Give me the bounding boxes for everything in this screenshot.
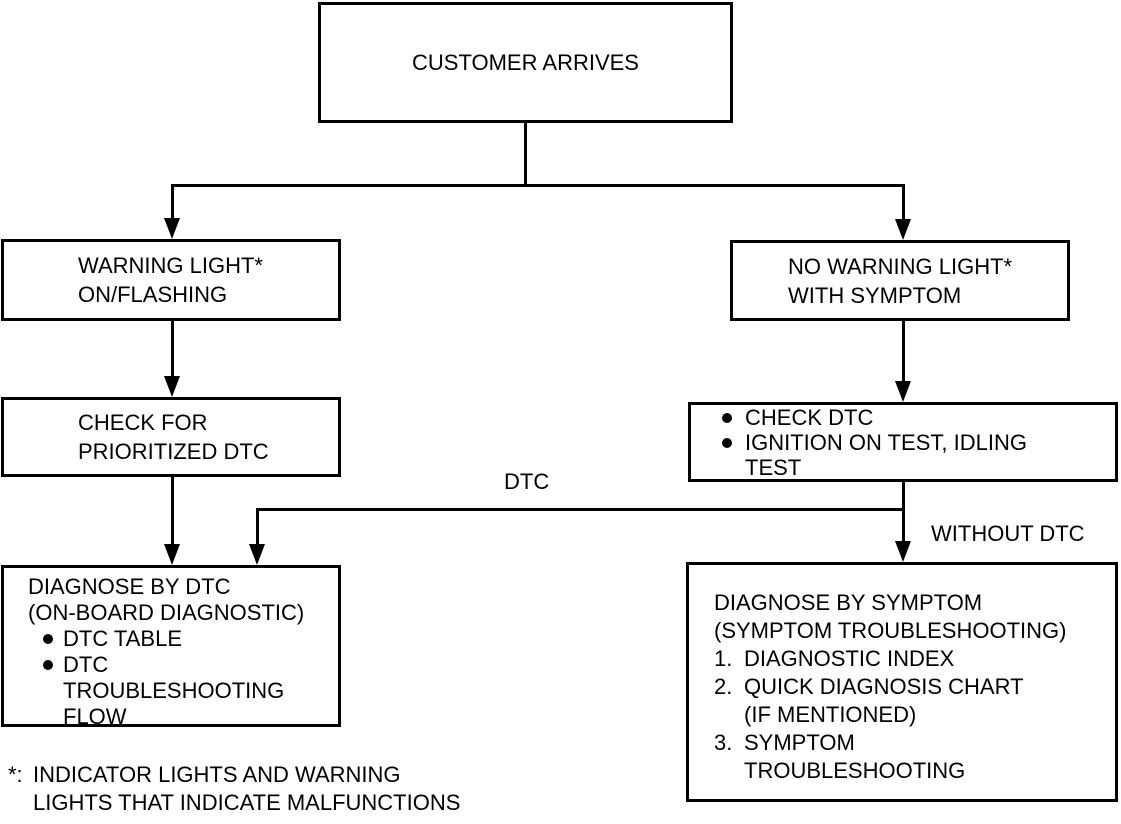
node-diagnose-by-dtc: DIAGNOSE BY DTC (ON-BOARD DIAGNOSTIC) DT… [1,565,341,727]
bullet-icon [43,652,63,670]
diagnose-by-symptom-item-text: SYMPTOM [744,730,855,755]
diagnose-by-dtc-item: DTC TABLE [43,626,338,652]
diagnose-by-symptom-item-text: DIAGNOSTIC INDEX [744,646,955,671]
node-warning-light-line2: ON/FLASHING [78,282,228,307]
arrow-into-no-warning-light [895,219,911,240]
edge-label-without-dtc: WITHOUT DTC [931,521,1085,547]
node-no-warning-light-line1: NO WARNING LIGHT* [788,253,1013,279]
diagnose-by-dtc-item-text: DTC TABLE [63,626,182,651]
connector-left-branch-vertical [171,184,174,220]
check-dtc-item-text: TEST [745,454,802,480]
node-check-prioritized-line1: CHECK FOR [78,410,208,435]
connector-top-vertical [524,121,527,186]
diagnose-by-symptom-item: 1. DIAGNOSTIC INDEX [714,645,1115,673]
diagnose-by-symptom-item-text: QUICK DIAGNOSIS CHART [744,674,1024,699]
check-dtc-item-text: IGNITION ON TEST, IDLING [745,429,1027,455]
diagnose-by-dtc-item-text: DTC [63,652,109,677]
diagnose-by-symptom-item-number: 1. [714,646,733,671]
diagnose-by-symptom-item-number: 3. [714,730,733,755]
footnote-text: INDICATOR LIGHTS AND WARNING [33,762,401,787]
node-no-warning-light: NO WARNING LIGHT* WITH SYMPTOM [730,240,1070,321]
diagnose-by-dtc-title: DIAGNOSE BY DTC [28,574,231,599]
check-dtc-item: IGNITION ON TEST, IDLING TEST [722,429,1115,480]
node-warning-light-line1: WARNING LIGHT* [78,253,263,278]
edge-label-dtc: DTC [504,469,550,495]
node-check-prioritized-dtc: CHECK FOR PRIORITIZED DTC [1,397,341,477]
connector-check-to-diagnose-vertical [171,475,174,546]
arrow-into-check-dtc [895,381,911,402]
arrow-into-warning-light [164,218,180,239]
node-check-dtc: CHECK DTC IGNITION ON TEST, IDLING TEST [688,402,1118,482]
arrow-into-check-prioritized-dtc [164,376,180,397]
bullet-icon [43,626,63,644]
diagnose-by-symptom-subtitle: (SYMPTOM TROUBLESHOOTING) [714,618,1067,643]
node-no-warning-light-line2: WITH SYMPTOM [788,282,962,308]
diagnose-by-dtc-item-text: FLOW [63,704,127,727]
check-dtc-item-text: CHECK DTC [745,404,874,430]
edge-label-dtc-text: DTC [504,469,550,494]
footnote-text: LIGHTS THAT INDICATE MALFUNCTIONS [33,790,461,815]
connector-dtc-vertical [256,508,259,546]
diagnose-by-symptom-title: DIAGNOSE BY SYMPTOM [714,590,983,615]
diagnose-by-dtc-item: DTC TROUBLESHOOTING FLOW [43,652,338,727]
diagnose-by-symptom-item-number: 2. [714,674,733,699]
diagnose-by-symptom-item-text: (IF MENTIONED) [744,702,917,727]
node-check-prioritized-line2: PRIORITIZED DTC [78,439,269,464]
edge-label-without-dtc-text: WITHOUT DTC [931,521,1085,546]
bullet-icon [722,405,745,423]
check-dtc-item: CHECK DTC [722,405,1115,430]
connector-dtc-horizontal [256,508,905,511]
connector-nowarning-to-checkdtc-vertical [902,319,905,383]
arrow-into-diagnose-by-dtc [164,544,180,565]
arrow-into-diagnose-by-symptom [895,541,911,562]
connector-checkdtc-to-symptom-vertical [902,480,905,543]
node-warning-light: WARNING LIGHT* ON/FLASHING [1,239,341,321]
footnote: *: INDICATOR LIGHTS AND WARNING LIGHTS T… [8,761,460,817]
diagnose-by-symptom-item: 3. SYMPTOM TROUBLESHOOTING [714,729,1115,785]
connector-right-branch-vertical [902,184,905,221]
node-customer-arrives-label: CUSTOMER ARRIVES [412,49,639,75]
bullet-icon [722,430,745,448]
footnote-marker: *: [8,762,23,787]
node-diagnose-by-symptom: DIAGNOSE BY SYMPTOM (SYMPTOM TROUBLESHOO… [686,562,1118,802]
arrow-dtc-into-diagnose-by-dtc [249,544,265,565]
diagnose-by-dtc-item-text: TROUBLESHOOTING [63,678,285,703]
diagnose-by-symptom-item-text: TROUBLESHOOTING [744,758,966,783]
connector-branch-horizontal [171,184,905,187]
diagnose-by-dtc-subtitle: (ON-BOARD DIAGNOSTIC) [28,600,305,625]
diagnose-by-symptom-item: 2. QUICK DIAGNOSIS CHART (IF MENTIONED) [714,673,1115,729]
connector-warning-to-check-vertical [171,319,174,378]
node-customer-arrives: CUSTOMER ARRIVES [318,2,733,123]
